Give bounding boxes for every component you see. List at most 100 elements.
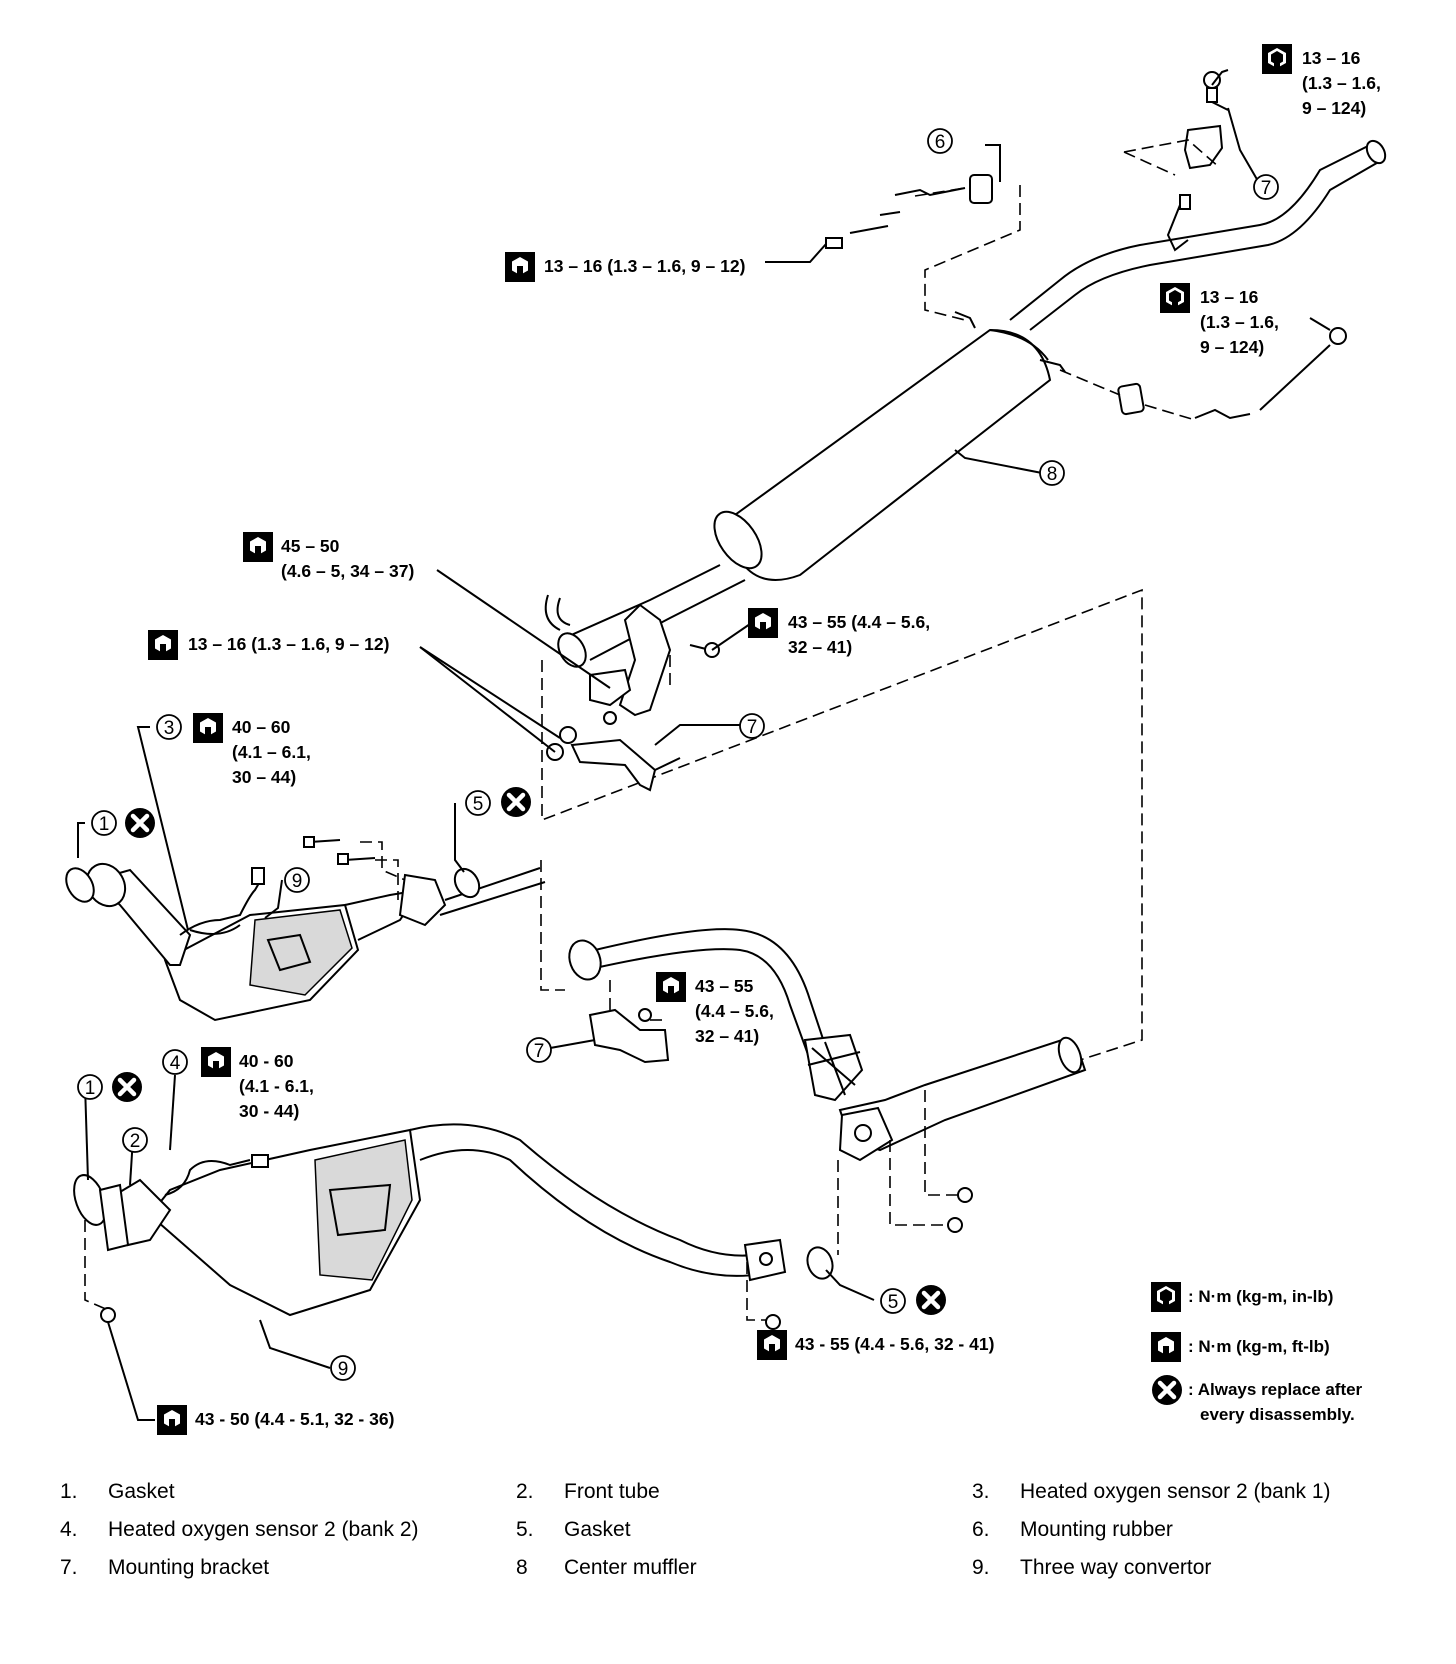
torque-wrench-ftlb-icon: [201, 1047, 231, 1077]
svg-text:5: 5: [888, 1292, 899, 1313]
center-pipe: [540, 860, 1087, 1233]
mid-hanger-6: [825, 174, 1021, 321]
svg-text:45 – 50: 45 – 50: [281, 536, 340, 556]
torque-40-60-a: 40 – 60 (4.1 – 6.1, 30 – 44): [193, 713, 311, 787]
replace-mark-icon: [112, 1072, 142, 1102]
svg-text:43 – 55: 43 – 55: [695, 976, 754, 996]
svg-text:9 – 124): 9 – 124): [1302, 98, 1366, 118]
part-name: Mounting rubber: [1020, 1518, 1173, 1541]
callout-4: 4: [162, 1049, 188, 1075]
torque-43-55-c: 43 - 55 (4.4 - 5.6, 32 - 41): [757, 1330, 994, 1360]
legend: : N·m (kg-m, in-lb) : N·m (kg-m, ft-lb) …: [1151, 1282, 1363, 1424]
svg-text:13 – 16: 13 – 16: [1302, 48, 1361, 68]
parts-list: 1. Gasket 2. Front tube 3. Heated oxygen…: [0, 1470, 1456, 1610]
svg-text:every disassembly.: every disassembly.: [1200, 1405, 1355, 1424]
torque-wrench-inlb-icon: [1151, 1282, 1181, 1312]
svg-text:43 - 50 (4.4 - 5.1, 32 - 36): 43 - 50 (4.4 - 5.1, 32 - 36): [195, 1409, 394, 1429]
torque-top-right: 13 – 16 (1.3 – 1.6, 9 – 124): [1262, 44, 1381, 118]
callout-7-mid: 7: [739, 713, 765, 739]
part-number: 1.: [60, 1480, 78, 1503]
svg-text:9: 9: [292, 871, 303, 892]
part-name: Mounting bracket: [108, 1556, 270, 1579]
tail-pipe: [1009, 139, 1387, 331]
svg-text:13 – 16 (1.3 – 1.6, 9 – 12): 13 – 16 (1.3 – 1.6, 9 – 12): [544, 256, 745, 276]
lower-three-way-converter: [73, 1123, 839, 1330]
right-hanger-6: [1059, 327, 1347, 421]
replace-mark-icon: [125, 808, 155, 838]
callout-2: 2: [122, 1127, 148, 1153]
part-number: 3.: [972, 1480, 990, 1503]
svg-text:(4.6 – 5, 34 – 37): (4.6 – 5, 34 – 37): [281, 561, 414, 581]
torque-wrench-ftlb-icon: [1151, 1332, 1181, 1362]
torque-wrench-inlb-icon: [1262, 44, 1292, 74]
svg-text:43 – 55 (4.4 – 5.6,: 43 – 55 (4.4 – 5.6,: [788, 612, 930, 632]
svg-text:32 – 41): 32 – 41): [788, 637, 852, 657]
torque-wrench-ftlb-icon: [148, 630, 178, 660]
callout-9-low: 9: [330, 1355, 356, 1381]
part-name: Front tube: [564, 1480, 660, 1503]
mid-bracket-7: [546, 726, 681, 792]
torque-43-50: 43 - 50 (4.4 - 5.1, 32 - 36): [157, 1405, 394, 1435]
svg-text:40 – 60: 40 – 60: [232, 717, 291, 737]
torque-wrench-ftlb-icon: [757, 1330, 787, 1360]
part-number: 9.: [972, 1556, 990, 1579]
svg-text:(4.4 – 5.6,: (4.4 – 5.6,: [695, 1001, 774, 1021]
svg-text:7: 7: [534, 1041, 545, 1062]
svg-text:43 - 55 (4.4 - 5.6, 32 - 41): 43 - 55 (4.4 - 5.6, 32 - 41): [795, 1334, 994, 1354]
torque-43-55-b: 43 – 55 (4.4 – 5.6, 32 – 41): [656, 972, 774, 1046]
svg-text:(4.1 - 6.1,: (4.1 - 6.1,: [239, 1076, 314, 1096]
svg-text:(1.3 – 1.6,: (1.3 – 1.6,: [1302, 73, 1381, 93]
svg-text:7: 7: [747, 717, 758, 738]
exhaust-system-diagram: 6 7 8 7 3 1 9 5 7 4 1 2: [65, 44, 1387, 1435]
svg-text:(4.1 – 6.1,: (4.1 – 6.1,: [232, 742, 311, 762]
callout-5-low: 5: [880, 1288, 906, 1314]
torque-wrench-ftlb-icon: [193, 713, 223, 743]
svg-text:7: 7: [1261, 178, 1272, 199]
svg-text:8: 8: [1047, 464, 1058, 485]
svg-text:30 – 44): 30 – 44): [232, 767, 296, 787]
svg-text:2: 2: [130, 1131, 141, 1152]
leader-lines: [77, 69, 1331, 1421]
callout-8: 8: [1039, 460, 1065, 486]
part-name: Gasket: [108, 1480, 175, 1503]
torque-13-16-left: 13 – 16 (1.3 – 1.6, 9 – 12): [148, 630, 389, 660]
torque-40-60-b: 40 - 60 (4.1 - 6.1, 30 - 44): [201, 1047, 314, 1121]
callout-1-top: 1: [91, 810, 117, 836]
part-name: Heated oxygen sensor 2 (bank 2): [108, 1518, 419, 1541]
part-name: Gasket: [564, 1518, 631, 1541]
part-number: 5.: [516, 1518, 534, 1541]
svg-text:1: 1: [85, 1078, 96, 1099]
part-number: 6.: [972, 1518, 990, 1541]
torque-wrench-ftlb-icon: [157, 1405, 187, 1435]
svg-text:13 – 16 (1.3 – 1.6, 9 – 12): 13 – 16 (1.3 – 1.6, 9 – 12): [188, 634, 389, 654]
callout-7-low: 7: [526, 1037, 552, 1063]
part-number: 2.: [516, 1480, 534, 1503]
torque-wrench-ftlb-icon: [505, 252, 535, 282]
callout-1-low: 1: [77, 1074, 103, 1100]
svg-text:: Always replace after: : Always replace after: [1188, 1380, 1363, 1399]
svg-text:9 – 124): 9 – 124): [1200, 337, 1264, 357]
part-name: Three way convertor: [1020, 1556, 1212, 1579]
torque-wrench-ftlb-icon: [748, 608, 778, 638]
svg-text:3: 3: [164, 718, 175, 739]
svg-text:(1.3 – 1.6,: (1.3 – 1.6,: [1200, 312, 1279, 332]
callout-3: 3: [156, 714, 182, 740]
part-number: 4.: [60, 1518, 78, 1541]
upper-three-way-converter: [65, 836, 546, 1022]
upper-mounting-bracket: [1123, 71, 1229, 176]
callout-7-top: 7: [1253, 174, 1279, 200]
svg-text:1: 1: [99, 814, 110, 835]
torque-45-50: 45 – 50 (4.6 – 5, 34 – 37): [243, 532, 414, 581]
replace-mark-icon: [1152, 1375, 1182, 1405]
part-number: 8: [516, 1556, 528, 1579]
torque-wrench-inlb-icon: [1160, 283, 1190, 313]
svg-text:: N·m (kg-m, ft-lb): : N·m (kg-m, ft-lb): [1188, 1337, 1330, 1356]
muffler-front-bracket: [541, 588, 1143, 1061]
part-name: Heated oxygen sensor 2 (bank 1): [1020, 1480, 1331, 1503]
svg-text:40 - 60: 40 - 60: [239, 1051, 294, 1071]
torque-top-mid: 13 – 16 (1.3 – 1.6, 9 – 12): [505, 252, 745, 282]
svg-text:30 - 44): 30 - 44): [239, 1101, 299, 1121]
svg-text:: N·m (kg-m, in-lb): : N·m (kg-m, in-lb): [1188, 1287, 1333, 1306]
svg-text:5: 5: [473, 794, 484, 815]
replace-mark-icon: [916, 1285, 946, 1315]
